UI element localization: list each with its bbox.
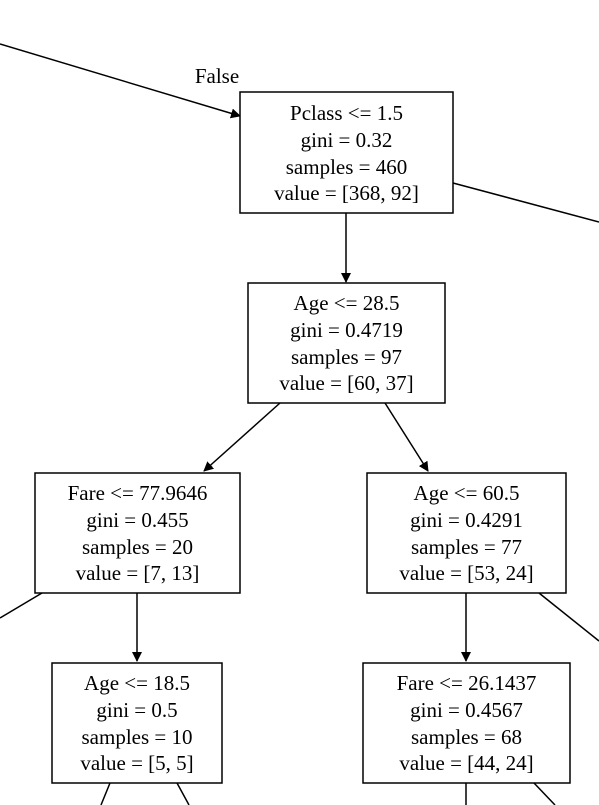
false-edge-label: False [195,64,239,88]
node-split-rule: Age <= 18.5 [84,671,190,695]
node-split-rule: Fare <= 77.9646 [68,481,208,505]
node-box [34,472,241,594]
edge-age-28-to-fare-77 [203,402,281,472]
edge-age-18-to-offscreen-right [176,782,190,805]
edge-fare-26-to-offscreen-right [533,782,556,805]
edge-age-60-to-offscreen-right [538,592,599,642]
edges [0,43,599,805]
node-fare-77: Fare <= 77.9646 gini = 0.455 samples = 2… [34,472,241,594]
node-value: value = [60, 37] [279,371,413,395]
node-gini: gini = 0.4719 [290,318,403,342]
node-samples: samples = 10 [82,725,193,749]
edge-parent-to-pclass [0,43,241,119]
node-gini: gini = 0.455 [86,508,188,532]
node-box [239,91,454,214]
node-split-rule: Fare <= 26.1437 [397,671,537,695]
node-split-rule: Age <= 60.5 [414,481,520,505]
node-gini: gini = 0.4291 [410,508,523,532]
node-age-18: Age <= 18.5 gini = 0.5 samples = 10 valu… [51,662,223,784]
node-box [247,282,446,404]
node-gini: gini = 0.4567 [410,698,523,722]
node-value: value = [5, 5] [80,751,193,775]
node-samples: samples = 20 [82,535,193,559]
node-value: value = [368, 92] [274,181,419,205]
node-box [51,662,223,784]
node-samples: samples = 77 [411,535,522,559]
node-value: value = [7, 13] [76,561,200,585]
edge-age-28-to-age-60 [384,402,429,472]
node-age-28: Age <= 28.5 gini = 0.4719 samples = 97 v… [247,282,446,404]
node-value: value = [53, 24] [399,561,533,585]
node-samples: samples = 97 [291,345,402,369]
node-pclass: Pclass <= 1.5 gini = 0.32 samples = 460 … [239,91,454,214]
node-fare-26: Fare <= 26.1437 gini = 0.4567 samples = … [362,662,571,784]
edge-pclass-to-offscreen-right [452,182,599,223]
node-age-60: Age <= 60.5 gini = 0.4291 samples = 77 v… [366,472,567,594]
node-box [362,662,571,784]
node-split-rule: Pclass <= 1.5 [290,101,403,125]
node-samples: samples = 68 [411,725,522,749]
node-box [366,472,567,594]
edge-fare-77-to-offscreen-left [0,592,43,619]
node-value: value = [44, 24] [399,751,533,775]
node-samples: samples = 460 [286,155,408,179]
node-split-rule: Age <= 28.5 [294,291,400,315]
node-gini: gini = 0.5 [96,698,177,722]
node-gini: gini = 0.32 [301,128,393,152]
edge-age-18-to-offscreen-left [100,782,111,805]
